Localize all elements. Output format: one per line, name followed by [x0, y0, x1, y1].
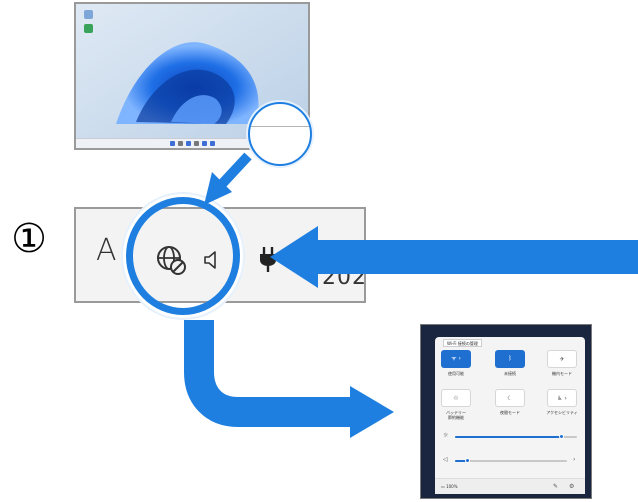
wifi-icon: ᯤ › [451, 355, 461, 362]
quick-settings-footer: ▭ 100% ✎ ⚙ [435, 478, 585, 494]
gear-icon[interactable]: ⚙ [569, 483, 575, 490]
brightness-slider-fill [455, 436, 562, 438]
volume-slider-fill [455, 460, 468, 462]
tray-highlight-circle [126, 197, 240, 315]
recycle-bin-icon[interactable] [84, 10, 93, 19]
start-icon[interactable] [169, 141, 175, 146]
airplane-mode-tile[interactable]: ✈ [547, 350, 577, 368]
zoom-highlight-circle [248, 102, 312, 166]
volume-slider[interactable] [455, 458, 567, 463]
bluetooth-caption: 未接続 [504, 371, 516, 376]
wifi-caption: 使用可能 [448, 371, 464, 376]
speaker-icon[interactable]: ◁ [443, 456, 448, 463]
bluetooth-icon: ᛒ [508, 355, 512, 362]
brightness-slider-thumb[interactable] [559, 434, 564, 439]
battery-percent: 100% [446, 484, 458, 489]
chevron-right-icon[interactable]: › [573, 456, 576, 463]
battery-status[interactable]: ▭ 100% [441, 484, 458, 489]
wifi-tooltip: Wi-Fi 接続の管理 [443, 339, 482, 347]
desktop-app-icon[interactable] [84, 24, 93, 33]
battery-icon: ▭ [441, 484, 447, 489]
search-icon[interactable] [177, 141, 183, 146]
taskbar-app-icon[interactable] [209, 141, 215, 146]
volume-slider-thumb[interactable] [465, 458, 470, 463]
ime-indicator[interactable]: A [96, 233, 117, 268]
taskbar-app-icon[interactable] [201, 141, 207, 146]
arrow-curved-right [184, 320, 394, 438]
accessibility-caption: アクセシビリティ [546, 410, 578, 415]
step-number: ① [11, 216, 47, 262]
taskbar [76, 138, 308, 148]
wifi-tile[interactable]: ᯤ › [441, 350, 471, 368]
battery-saver-caption: バッテリー 節約機能 [446, 410, 466, 420]
desktop-wallpaper [76, 4, 308, 148]
accessibility-tile[interactable]: ♿ › [547, 389, 577, 407]
night-light-icon: ☾ [507, 395, 513, 402]
sun-icon: ☼ [443, 432, 449, 439]
night-light-caption: 夜間モード [500, 410, 520, 415]
battery-saver-tile[interactable]: ♲ [441, 389, 471, 407]
airplane-caption: 機内モード [552, 371, 572, 376]
taskbar-app-icon[interactable] [193, 141, 199, 146]
brightness-slider[interactable] [455, 434, 577, 439]
night-light-tile[interactable]: ☾ [495, 389, 525, 407]
accessibility-icon: ♿ › [557, 395, 567, 402]
arrow-down-left [204, 152, 252, 205]
pencil-icon[interactable]: ✎ [553, 483, 559, 490]
airplane-icon: ✈ [559, 356, 565, 363]
battery-saver-icon: ♲ [453, 395, 459, 402]
quick-settings-screenshot: Wi-Fi 接続の管理 ᯤ › ᛒ ✈ 使用可能 未接続 機内モード ♲ ☾ ♿… [420, 324, 592, 499]
bluetooth-tile[interactable]: ᛒ [495, 350, 525, 368]
arrow-left [270, 226, 638, 288]
desktop-screenshot [74, 2, 310, 150]
taskbar-app-icon[interactable] [185, 141, 191, 146]
zoom-taskbar-edge [250, 126, 310, 127]
quick-settings-card: Wi-Fi 接続の管理 ᯤ › ᛒ ✈ 使用可能 未接続 機内モード ♲ ☾ ♿… [435, 337, 585, 494]
